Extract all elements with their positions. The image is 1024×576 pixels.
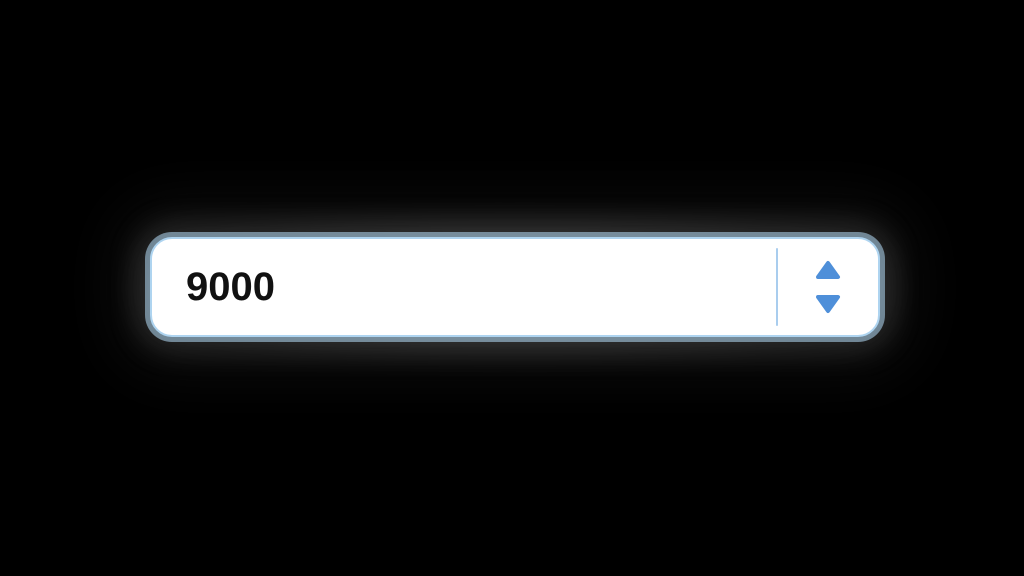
stepper-controls bbox=[778, 239, 878, 335]
increment-button[interactable] bbox=[809, 258, 847, 282]
decrement-button[interactable] bbox=[809, 292, 847, 316]
number-spinner bbox=[150, 237, 880, 337]
number-input[interactable] bbox=[152, 239, 776, 335]
chevron-down-icon bbox=[815, 294, 841, 314]
chevron-up-icon bbox=[815, 260, 841, 280]
stepper-divider bbox=[776, 248, 778, 326]
